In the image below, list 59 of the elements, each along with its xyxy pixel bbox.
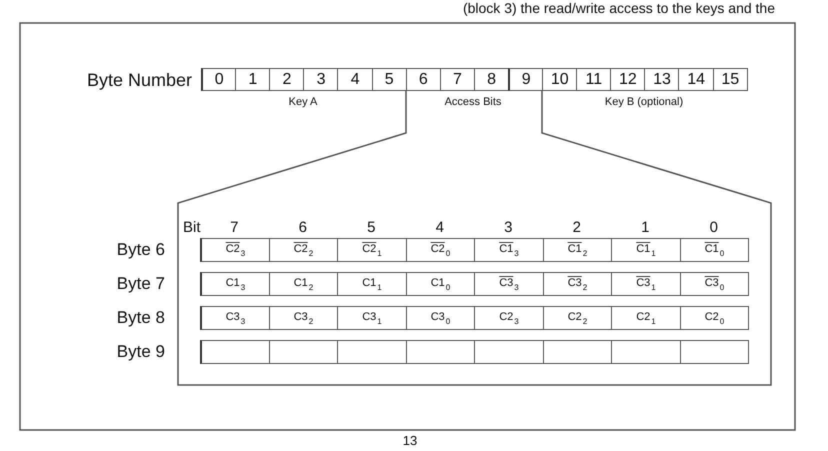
byte-number-cell: 2 — [269, 68, 305, 91]
field-label: Key B (optional) — [604, 97, 684, 108]
bit-number: 6 — [298, 220, 307, 235]
bit-cell: C3$_{3}$ — [474, 272, 544, 296]
bit-number: 5 — [367, 220, 376, 235]
bit-cell: C3$_{0}$ — [406, 306, 476, 330]
bit-number: 4 — [436, 220, 444, 235]
byte-number-cell: 6 — [406, 68, 442, 91]
byte-number-cell: 11 — [576, 68, 612, 91]
bit-cell: C1$_{3}$ — [200, 272, 270, 296]
field-label: Key A — [288, 97, 318, 108]
row-label: Byte 8 — [116, 309, 165, 326]
byte-number-cell: 7 — [440, 68, 476, 91]
bit-cell: C1$_{0}$ — [680, 238, 750, 262]
bit-cell: C2$_{3}$ — [474, 306, 544, 330]
byte-number-cell: 8 — [474, 68, 510, 91]
bit-cell: C1$_{2}$ — [268, 272, 338, 296]
row-label: Byte Number — [86, 71, 192, 89]
byte-number-cell: 15 — [712, 68, 748, 91]
bit-number: 7 — [230, 220, 238, 235]
bit-cell: C1$_{3}$ — [474, 238, 544, 262]
byte-number-cell: 1 — [235, 68, 271, 91]
bit-number: 2 — [572, 220, 581, 235]
bit-number: 3 — [504, 220, 512, 235]
body-text-line: (block 3) the read/write access to the keys and the — [462, 1, 775, 15]
bit-cell: C2$_{3}$ — [200, 238, 270, 262]
bit-cell: C3$_{2}$ — [542, 272, 612, 296]
bit-number: 0 — [710, 220, 718, 235]
bit-cell: C2$_{0}$ — [406, 238, 476, 262]
bit-cell: C1$_{0}$ — [406, 272, 476, 296]
row-label: Byte 9 — [116, 343, 165, 360]
byte-number-cell: 12 — [610, 68, 646, 91]
byte-number-cell: 4 — [337, 68, 373, 91]
byte-number-cell: 10 — [542, 68, 578, 91]
column-header: Bit — [183, 220, 201, 235]
bit-number: 1 — [641, 220, 650, 235]
bit-cell: C3$_{1}$ — [611, 272, 681, 296]
bit-cell: C1$_{1}$ — [337, 272, 407, 296]
bit-cell: C2$_{2}$ — [542, 306, 612, 330]
bit-cell: C2$_{0}$ — [680, 306, 750, 330]
row-label: Byte 6 — [116, 241, 165, 258]
bit-cell: C1$_{2}$ — [542, 238, 612, 262]
page-number: 13 — [402, 434, 418, 447]
byte-number-cell: 9 — [508, 68, 544, 91]
byte-number-cell: 14 — [678, 68, 714, 91]
bit-cell: C1$_{1}$ — [611, 238, 681, 262]
bit-cell: C3$_{2}$ — [268, 306, 338, 330]
byte-number-cell: 0 — [201, 68, 236, 91]
byte-number-cell: 5 — [372, 68, 407, 91]
bit-cell: C2$_{1}$ — [611, 306, 681, 330]
bit-cell: C2$_{1}$ — [337, 238, 407, 262]
row-label: Byte 7 — [116, 275, 165, 292]
bit-cell: C3$_{1}$ — [337, 306, 407, 330]
bit-cell: C2$_{2}$ — [268, 238, 338, 262]
bit-cell: C3$_{3}$ — [200, 306, 270, 330]
field-label: Access Bits — [444, 97, 502, 108]
byte-number-cell: 13 — [644, 68, 680, 91]
bit-cell: C3$_{0}$ — [680, 272, 750, 296]
byte-number-cell: 3 — [303, 68, 339, 91]
